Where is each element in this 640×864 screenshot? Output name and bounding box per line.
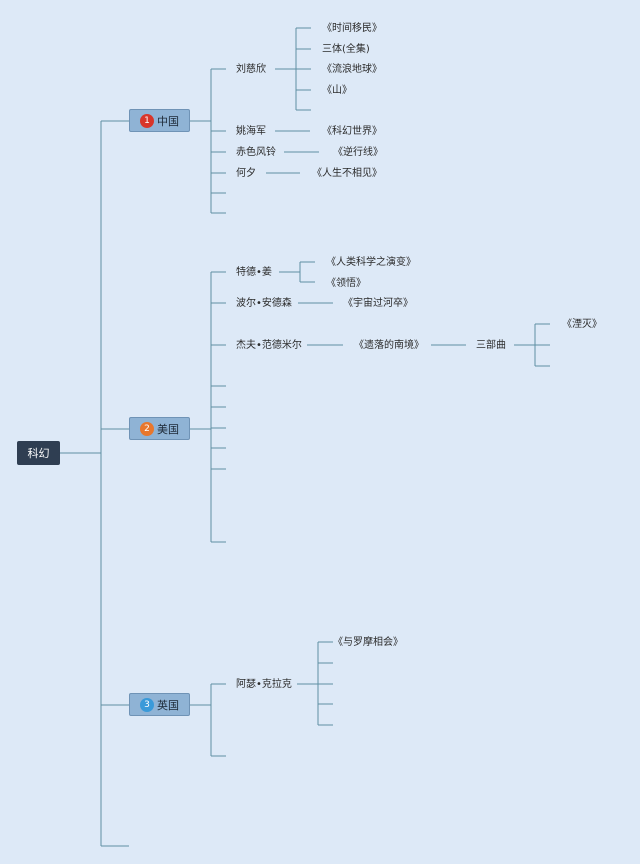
author-node[interactable]: 杰夫•范德米尔 <box>236 340 302 351</box>
work-node[interactable]: 《领悟》 <box>326 278 366 289</box>
country-node-china[interactable]: 1 中国 <box>129 109 190 132</box>
work-node[interactable]: 三体(全集) <box>322 44 370 55</box>
country-node-usa[interactable]: 2 美国 <box>129 417 190 440</box>
work-node[interactable]: 《湮灭》 <box>562 319 602 330</box>
work-node[interactable]: 《科幻世界》 <box>322 126 382 137</box>
series-node[interactable]: 三部曲 <box>476 340 506 351</box>
author-node[interactable]: 波尔•安德森 <box>236 298 292 309</box>
country-label: 英国 <box>157 698 179 712</box>
country-node-uk[interactable]: 3 英国 <box>129 693 190 716</box>
author-node[interactable]: 赤色风铃 <box>236 147 276 158</box>
author-node[interactable]: 姚海军 <box>236 126 266 137</box>
number-badge-icon: 2 <box>140 421 154 436</box>
work-node[interactable]: 《遗落的南境》 <box>354 340 424 351</box>
number-badge-icon: 1 <box>140 113 154 128</box>
author-node[interactable]: 刘慈欣 <box>236 64 266 75</box>
country-label: 美国 <box>157 422 179 436</box>
work-node[interactable]: 《人生不相见》 <box>312 168 382 179</box>
work-node[interactable]: 《与罗摩相会》 <box>333 637 403 648</box>
work-node[interactable]: 《逆行线》 <box>333 147 383 158</box>
work-node[interactable]: 《流浪地球》 <box>322 64 382 75</box>
author-node[interactable]: 何夕 <box>236 168 256 179</box>
country-label: 中国 <box>157 114 179 128</box>
author-node[interactable]: 特德•姜 <box>236 267 272 278</box>
work-node[interactable]: 《时间移民》 <box>322 23 382 34</box>
root-node[interactable]: 科幻 <box>17 441 60 465</box>
author-node[interactable]: 阿瑟•克拉克 <box>236 679 292 690</box>
number-badge-icon: 3 <box>140 697 154 712</box>
work-node[interactable]: 《人类科学之演变》 <box>326 257 416 268</box>
work-node[interactable]: 《宇宙过河卒》 <box>343 298 413 309</box>
work-node[interactable]: 《山》 <box>322 85 352 96</box>
